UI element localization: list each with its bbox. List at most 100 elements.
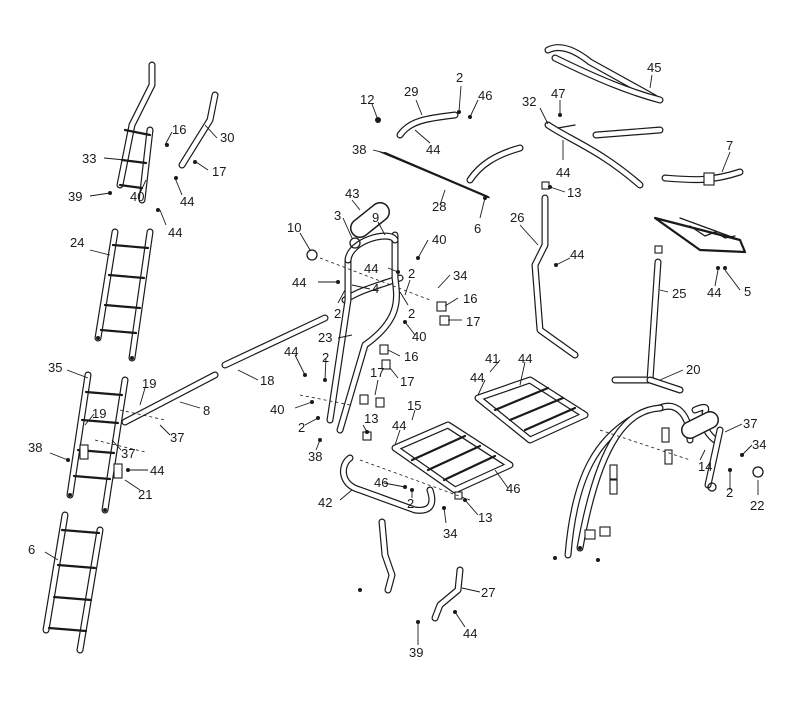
callout-44-j: 44 [518,351,532,366]
callout-16-a: 16 [172,122,186,137]
callout-35: 35 [48,360,62,375]
callout-40-b: 40 [432,232,446,247]
callout-24: 5 [744,284,751,299]
callout-44-e: 44 [570,247,584,262]
callout-2-f: 2 [298,420,305,435]
callout-40-a: 40 [130,189,144,204]
part-27-base [340,454,436,514]
callout-31: 27 [481,585,495,600]
callout-25: 25 [672,286,686,301]
part-31-foot [378,518,464,622]
callout-40-c: 40 [412,329,426,344]
callout-44-k: 44 [470,370,484,385]
callout-39-b: 39 [409,645,423,660]
callout-32: 32 [522,94,536,109]
callout-44-c: 44 [180,194,194,209]
callout-44-n: 44 [463,626,477,641]
callout-10: 10 [287,220,301,235]
callout-12: 12 [360,92,374,107]
callout-38-b: 38 [28,440,42,455]
callout-29: 29 [404,84,418,99]
callout-38-a: 38 [352,142,366,157]
callout-42: 22 [750,498,764,513]
callout-2-h: 2 [407,496,414,511]
part-45-top-bar [544,44,664,104]
callout-44-b: 44 [556,165,570,180]
callout-20-b: 19 [92,406,106,421]
callout-40-d: 40 [270,402,284,417]
callout-6-b: 6 [28,542,35,557]
callout-17-b: 17 [466,314,480,329]
callout-22: 15 [407,398,421,413]
part-35-ladder [66,371,129,514]
callout-2-c: 2 [334,306,341,321]
part-26-upright [531,194,579,359]
callout-14: 14 [698,459,712,474]
callout-5-c: 34 [443,526,457,541]
callout-33: 33 [82,151,96,166]
callout-44-a: 44 [426,142,440,157]
callout-16-b: 16 [463,291,477,306]
part-29-handle [379,111,524,199]
fasteners [66,110,744,624]
alignment-lines [94,257,691,501]
callout-21: 41 [485,351,499,366]
part-21-tray [474,376,589,444]
callout-20-label-a: 19 [142,376,156,391]
callout-44-d: 44 [168,225,182,240]
callout-2-d: 2 [408,306,415,321]
callout-45: 45 [647,60,661,75]
callout-13-b: 13 [364,411,378,426]
callout-38-c: 38 [308,449,322,464]
callout-15: 21 [138,487,152,502]
callout-28: 28 [432,199,446,214]
callout-37-b: 37 [121,446,135,461]
callout-5-a: 34 [453,268,467,283]
callout-16-c: 16 [404,349,418,364]
part-34-ladder [94,228,154,362]
part-22-tray [391,421,514,494]
part-6-ladder [42,511,104,654]
callout-47: 47 [551,86,565,101]
callout-2-e: 2 [322,350,329,365]
callout-26: 26 [510,210,524,225]
callout-43: 43 [345,186,359,201]
callout-39-a: 39 [68,189,82,204]
callout-44-g: 44 [292,275,306,290]
callout-44-f: 44 [364,261,378,276]
part-24-rear-assembly [653,216,747,254]
callout-30: 30 [220,130,234,145]
callout-44-l: 44 [392,418,406,433]
callout-2: 2 [456,70,463,85]
part-19-rail [121,314,329,426]
part-33-ladder-upper [116,61,219,204]
callout-6-a: 6 [474,221,481,236]
callout-4-label: 4 [372,281,379,296]
callout-46: 46 [478,88,492,103]
part-25-upright [611,258,684,394]
callout-17-a: 17 [212,164,226,179]
callout-5-b: 34 [752,437,766,452]
callout-18: 8 [203,403,210,418]
callout-46-a: 46 [374,475,388,490]
callout-34: 24 [70,235,84,250]
callouts: 45 29 2 46 12 47 32 7 30 16 33 38 44 44 … [28,60,766,660]
callout-7: 7 [726,138,733,153]
callout-44-i: 44 [284,344,298,359]
callout-27: 42 [318,495,332,510]
callout-3: 3 [334,208,341,223]
callout-13-a: 13 [567,185,581,200]
callout-13-c: 13 [478,510,492,525]
callout-46-b: 46 [506,481,520,496]
part-23-frame [326,231,404,434]
part-7-bracket [661,168,744,186]
callout-2-b: 2 [408,266,415,281]
callout-17-c: 17 [370,365,384,380]
part-8-right-frame [564,402,764,559]
callout-23: 23 [318,330,332,345]
part-43-roller [306,202,390,261]
callout-44-m: 44 [150,463,164,478]
callout-37-text-a: 37 [170,430,184,445]
part-32-crossbar [544,121,664,189]
